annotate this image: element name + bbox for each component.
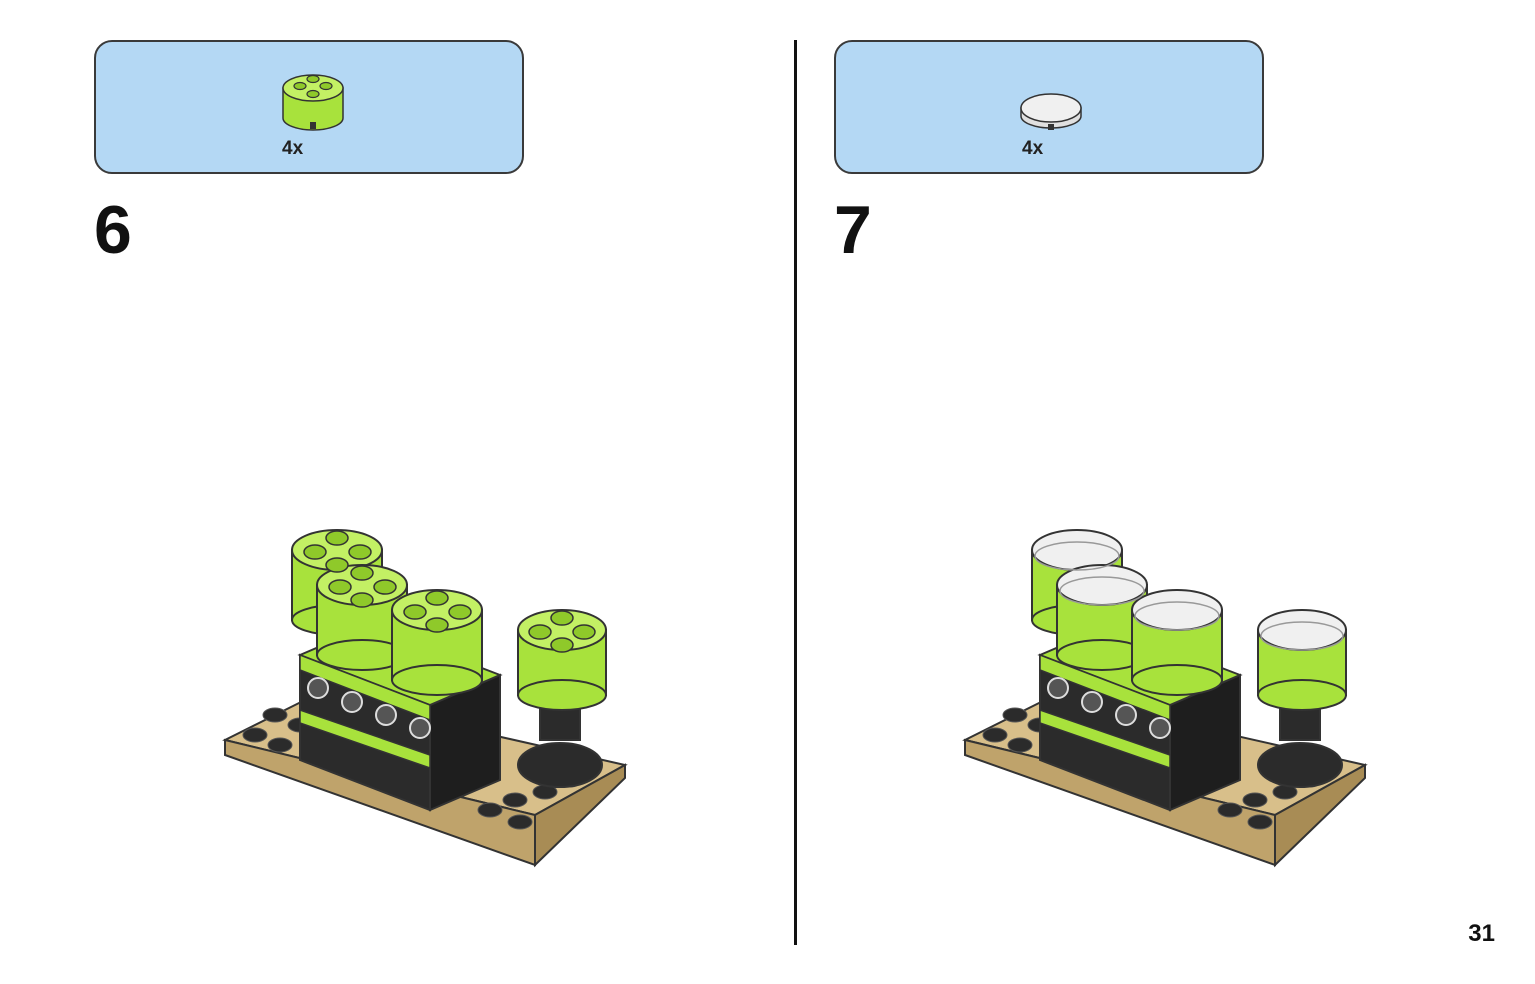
- step-7-model-illustration: [962, 529, 1368, 868]
- step-6-model-illustration: [222, 529, 628, 868]
- part-quantity: 4x: [1022, 138, 1044, 159]
- parts-callout-step-6: 4x: [94, 40, 524, 174]
- white-round-tile-2x2-icon: [1020, 93, 1082, 130]
- page-number: 31: [1468, 920, 1495, 947]
- step-number: 7: [834, 192, 872, 268]
- parts-callout-step-7: 4x: [834, 40, 1264, 174]
- step-number: 6: [94, 192, 132, 268]
- lime-round-brick-2x2-icon: [282, 74, 344, 131]
- part-quantity: 4x: [282, 138, 304, 159]
- step-divider: [794, 40, 797, 945]
